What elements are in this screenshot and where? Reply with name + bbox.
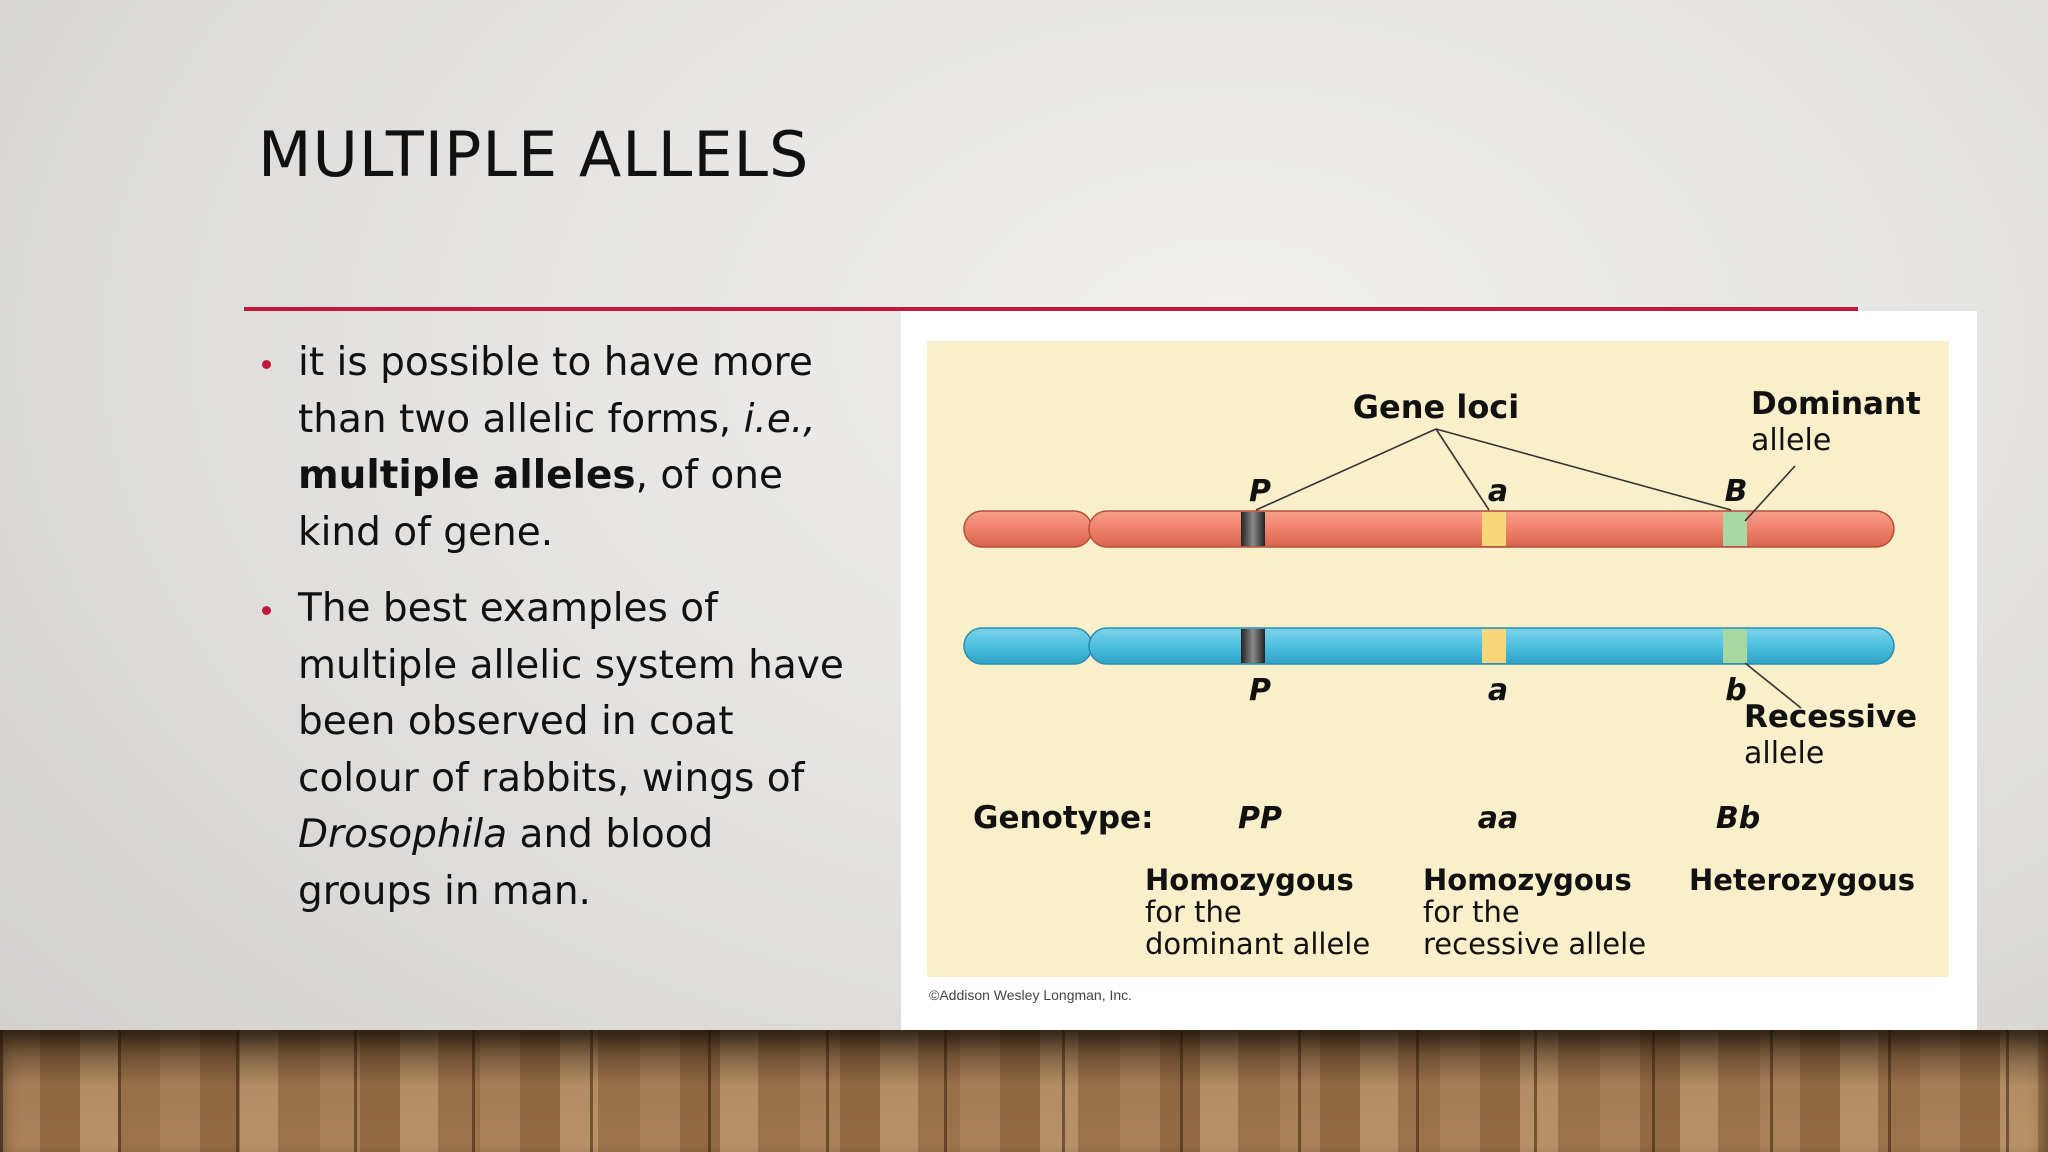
dominant-label: allele xyxy=(1751,423,1831,458)
locus-p-band xyxy=(1241,512,1265,546)
locus-b-band xyxy=(1723,512,1747,546)
floor-shadow xyxy=(0,1030,2048,1152)
bullet-item: The best examples of multiple allelic sy… xyxy=(258,581,848,920)
genotype-description: for the xyxy=(1423,895,1520,929)
locus-b-band xyxy=(1723,629,1747,663)
genotype-description: Homozygous xyxy=(1423,863,1632,897)
bullet-list: it is possible to have more than two all… xyxy=(258,335,848,940)
bullet-text: it is possible to have more than two all… xyxy=(298,340,813,442)
locus-p-band xyxy=(1241,629,1265,663)
bottom-chromosome xyxy=(963,627,1895,665)
bullet-bold-text: multiple alleles xyxy=(298,453,636,498)
genotype-value: PP xyxy=(1238,801,1282,836)
locus-a-band xyxy=(1482,629,1506,663)
genotype-description: Homozygous xyxy=(1145,863,1354,897)
locus-a-band xyxy=(1482,512,1506,546)
genotype-description: for the xyxy=(1145,895,1242,929)
top-chromosome xyxy=(963,510,1895,548)
dominant-label: Dominant xyxy=(1751,386,1921,422)
bullet-item: it is possible to have more than two all… xyxy=(258,335,848,561)
pointer-lines xyxy=(1255,428,1802,709)
bullet-italic-text: Drosophila xyxy=(298,812,508,857)
copyright-text: ©Addison Wesley Longman, Inc. xyxy=(929,987,1133,1003)
top-allele-label: a xyxy=(1488,474,1508,509)
recessive-label: allele xyxy=(1744,736,1824,771)
top-allele-label: B xyxy=(1725,474,1748,509)
genotype-value: Bb xyxy=(1716,801,1760,836)
bullet-italic-text: i.e., xyxy=(743,396,816,442)
recessive-label: Recessive xyxy=(1744,699,1917,735)
genotype-description: recessive allele xyxy=(1423,927,1646,961)
allele-diagram-figure: Gene loci Dominant allele P a B P a b Re… xyxy=(901,311,1977,1035)
bottom-allele-label: P xyxy=(1249,673,1271,708)
bullet-text: The best examples of multiple allelic sy… xyxy=(298,586,844,801)
top-allele-label: P xyxy=(1249,474,1271,509)
genotype-value: aa xyxy=(1478,801,1519,836)
genotype-description: Heterozygous xyxy=(1689,863,1915,897)
title-divider xyxy=(244,307,1858,311)
slide-title: MULTIPLE ALLELS xyxy=(258,118,810,191)
bottom-allele-label: b xyxy=(1725,673,1746,708)
bottom-allele-label: a xyxy=(1488,673,1508,708)
allele-diagram: Gene loci Dominant allele P a B P a b Re… xyxy=(927,341,1949,977)
genotype-label: Genotype: xyxy=(973,800,1153,836)
gene-loci-label: Gene loci xyxy=(1353,388,1519,426)
bullet-text: , of one kind of gene. xyxy=(298,453,783,555)
genotype-description: dominant allele xyxy=(1145,927,1370,961)
bullet-text: and blood groups in man. xyxy=(298,812,714,914)
